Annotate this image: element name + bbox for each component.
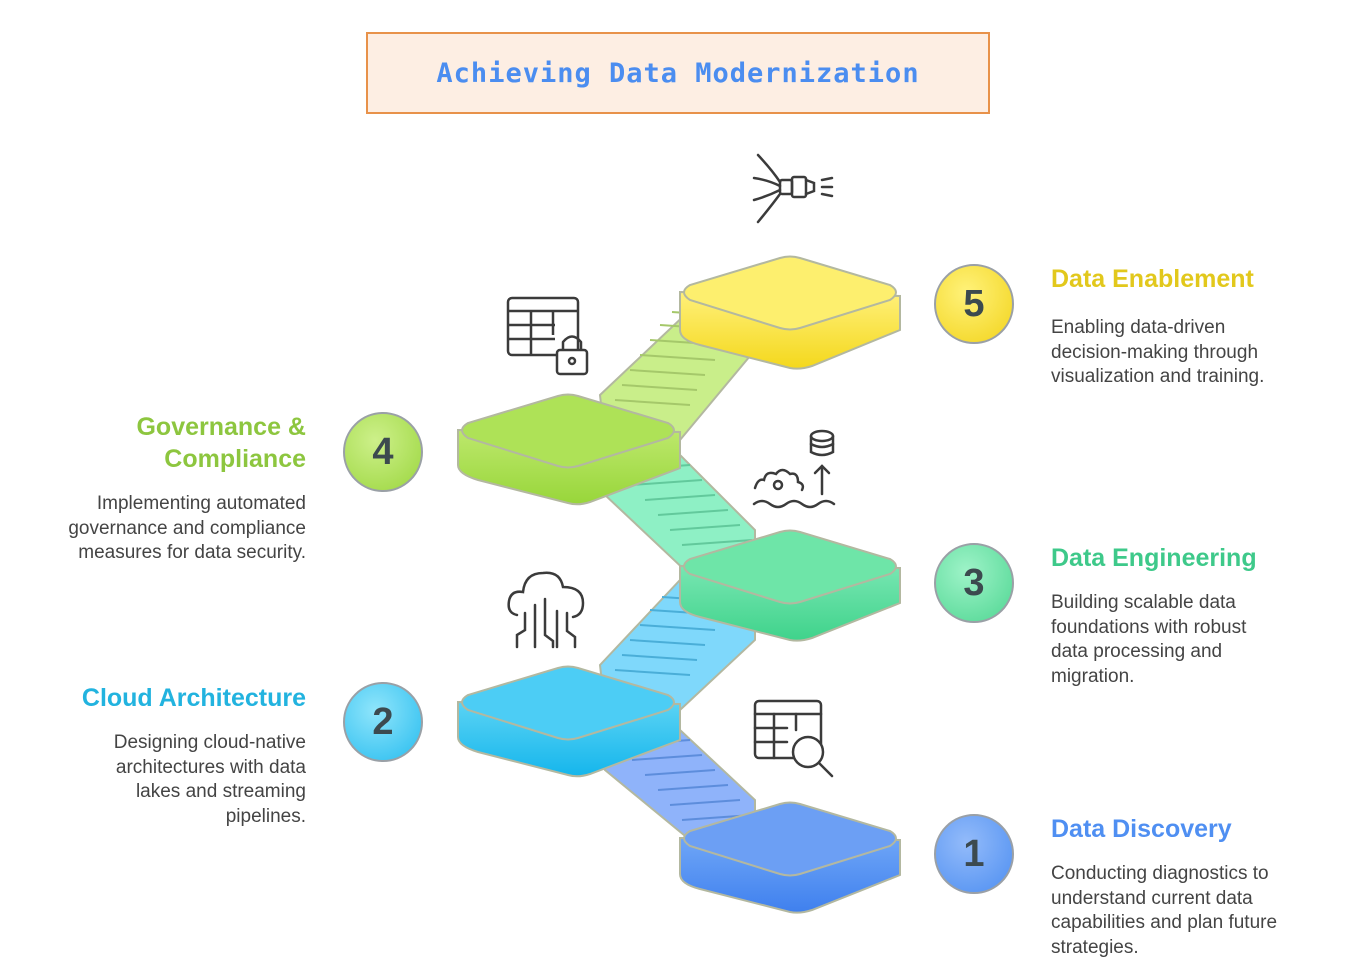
step-title-1: Data Discovery [1051, 815, 1232, 843]
megaphone-icon [752, 153, 834, 224]
step-title-2: Cloud Architecture [81, 684, 306, 712]
step-title-3: Data Engineering [1051, 544, 1257, 572]
step-desc-1: Conducting diagnostics to understand cur… [1051, 863, 1278, 958]
platform-5 [679, 255, 901, 370]
title-box: Achieving Data Modernization [366, 32, 990, 114]
table-search-icon [753, 699, 834, 778]
step-badge-5: 5 [934, 264, 1014, 344]
step-badge-1: 1 [934, 814, 1014, 894]
step-title-4: Governance & Compliance [136, 413, 306, 473]
step-title-5: Data Enablement [1051, 265, 1254, 293]
step-desc-5: Enabling data-driven decision-making thr… [1051, 317, 1265, 388]
data-lake-database-icon [752, 429, 836, 509]
step-badge-2: 2 [343, 682, 423, 762]
table-lock-icon [506, 296, 589, 376]
step-desc-4: Implementing automated governance and co… [68, 493, 306, 564]
platform-1 [679, 801, 901, 914]
platform-4 [457, 393, 681, 506]
step-badge-4: 4 [343, 412, 423, 492]
diagram-title: Achieving Data Modernization [436, 57, 920, 89]
platform-2 [457, 665, 681, 778]
step-badge-3: 3 [934, 543, 1014, 623]
step-desc-2: Designing cloud-native architectures wit… [113, 732, 306, 827]
step-desc-3: Building scalable data foundations with … [1051, 592, 1247, 687]
platform-3 [679, 529, 901, 642]
cloud-pipelines-icon [507, 571, 585, 649]
